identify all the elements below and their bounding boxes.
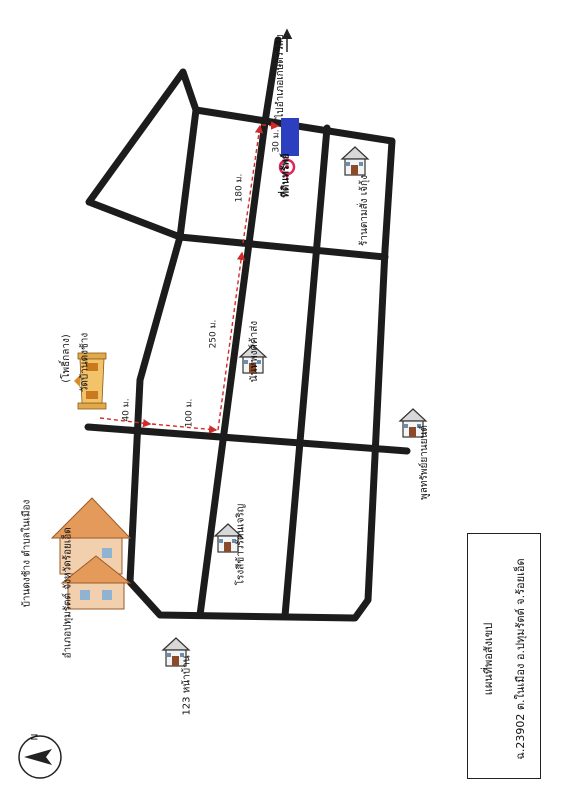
route-path bbox=[99, 121, 280, 434]
mark-house-label: นันทพงศ์ค้าส่ง bbox=[249, 320, 261, 383]
temple-alt: (โพธิ์กลาง) bbox=[60, 334, 72, 383]
property-label: ที่ดินทรัพย์ bbox=[280, 153, 292, 198]
distance-40m: 40 ม. bbox=[121, 398, 132, 422]
village-line2: อำเภอปทุมรัตต์ จังหวัดร้อยเอ็ด bbox=[62, 527, 74, 659]
destination-label: ไปอำเภอเกษตรวิสัย bbox=[274, 34, 286, 119]
garage-label: พูลทรัพย์ยานยนต์ bbox=[418, 425, 430, 500]
village-line1: บ้านดงช้าง ตำบลในเมือง bbox=[21, 499, 33, 608]
village-icon bbox=[50, 497, 132, 610]
distance-250m: 250 ม. bbox=[208, 319, 219, 349]
property-parcel bbox=[281, 118, 299, 156]
legend-title: แผนที่พอสังเขป bbox=[482, 622, 495, 696]
north-arrow-icon bbox=[18, 735, 62, 779]
legend-deed: ฉ.23902 ต.ในเมือง อ.ปทุมรัตต์ จ.ร้อยเอ็ด bbox=[514, 558, 527, 760]
distance-30m: 30 ม. bbox=[271, 129, 282, 153]
distance-180m: 180 ม. bbox=[234, 173, 245, 203]
house-icon-shop bbox=[341, 146, 369, 176]
temple-name: วัดบ้านดงช้าง bbox=[79, 332, 91, 393]
location-pin-icon bbox=[278, 158, 296, 179]
legend-box bbox=[467, 533, 541, 779]
distance-100m: 100 ม. bbox=[184, 398, 195, 428]
house-number-label: 123 หน้าบ้าน bbox=[181, 655, 193, 716]
school-label: โรงสีข้าวรัตนเจริญ bbox=[235, 503, 247, 586]
road-network bbox=[84, 36, 411, 622]
north-label: N bbox=[30, 733, 41, 741]
temple-icon bbox=[74, 352, 107, 410]
shop-label: ร้านตามสั่ง เจ้กุ้ง bbox=[358, 175, 370, 246]
